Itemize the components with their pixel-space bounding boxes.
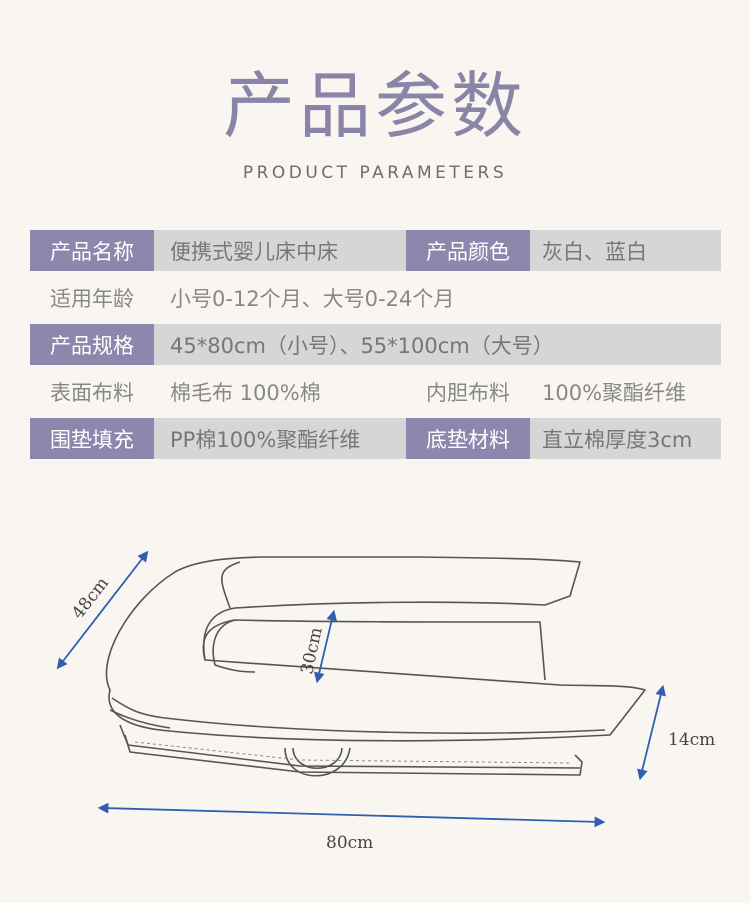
param-label-age: 适用年龄 <box>50 286 134 311</box>
crib-outline-illustration <box>105 556 646 777</box>
param-value-base: 直立棉厚度3cm <box>542 427 693 452</box>
param-value-product-name: 便携式婴儿床中床 <box>170 239 338 264</box>
param-value-surface-fabric: 棉毛布 100%棉 <box>170 380 321 405</box>
crib-dimension-diagram: 48cm 30cm 14cm 80cm <box>56 550 715 853</box>
param-row-spec: 产品规格 45*80cm（小号）、55*100cm（大号） <box>30 324 721 365</box>
height-arrow <box>637 684 666 781</box>
parameters-table: 产品名称 便携式婴儿床中床 产品颜色 灰白、蓝白 适用年龄 小号0-12个月、大… <box>30 230 721 465</box>
param-label-color: 产品颜色 <box>406 230 530 271</box>
param-label-surface-fabric: 表面布料 <box>50 380 134 405</box>
width-label: 48cm <box>68 574 113 624</box>
param-value-inner-fabric: 100%聚酯纤维 <box>542 380 687 405</box>
param-value-age: 小号0-12个月、大号0-24个月 <box>170 286 455 311</box>
param-label-spec: 产品规格 <box>30 324 154 365</box>
param-value-spec: 45*80cm（小号）、55*100cm（大号） <box>170 333 554 358</box>
inner-height-arrow <box>313 609 338 684</box>
param-label-product-name: 产品名称 <box>30 230 154 271</box>
param-row-fabric: 表面布料 棉毛布 100%棉 内胆布料 100%聚酯纤维 <box>30 371 721 412</box>
page-title: 产品参数 <box>222 64 527 148</box>
param-label-base: 底垫材料 <box>406 418 530 459</box>
param-value-color: 灰白、蓝白 <box>542 239 647 264</box>
param-row-age: 适用年龄 小号0-12个月、大号0-24个月 <box>30 277 721 318</box>
param-label-inner-fabric: 内胆布料 <box>426 380 510 405</box>
param-label-filling: 围垫填充 <box>30 418 154 459</box>
param-row-filling: 围垫填充 PP棉100%聚酯纤维 底垫材料 直立棉厚度3cm <box>30 418 721 459</box>
width-arrow <box>56 550 149 670</box>
height-label: 14cm <box>668 730 715 750</box>
page-subtitle: PRODUCT PARAMETERS <box>242 163 508 183</box>
param-row-name: 产品名称 便携式婴儿床中床 产品颜色 灰白、蓝白 <box>30 230 721 271</box>
length-label: 80cm <box>326 833 373 853</box>
param-value-filling: PP棉100%聚酯纤维 <box>170 427 361 452</box>
length-arrow <box>97 802 606 828</box>
